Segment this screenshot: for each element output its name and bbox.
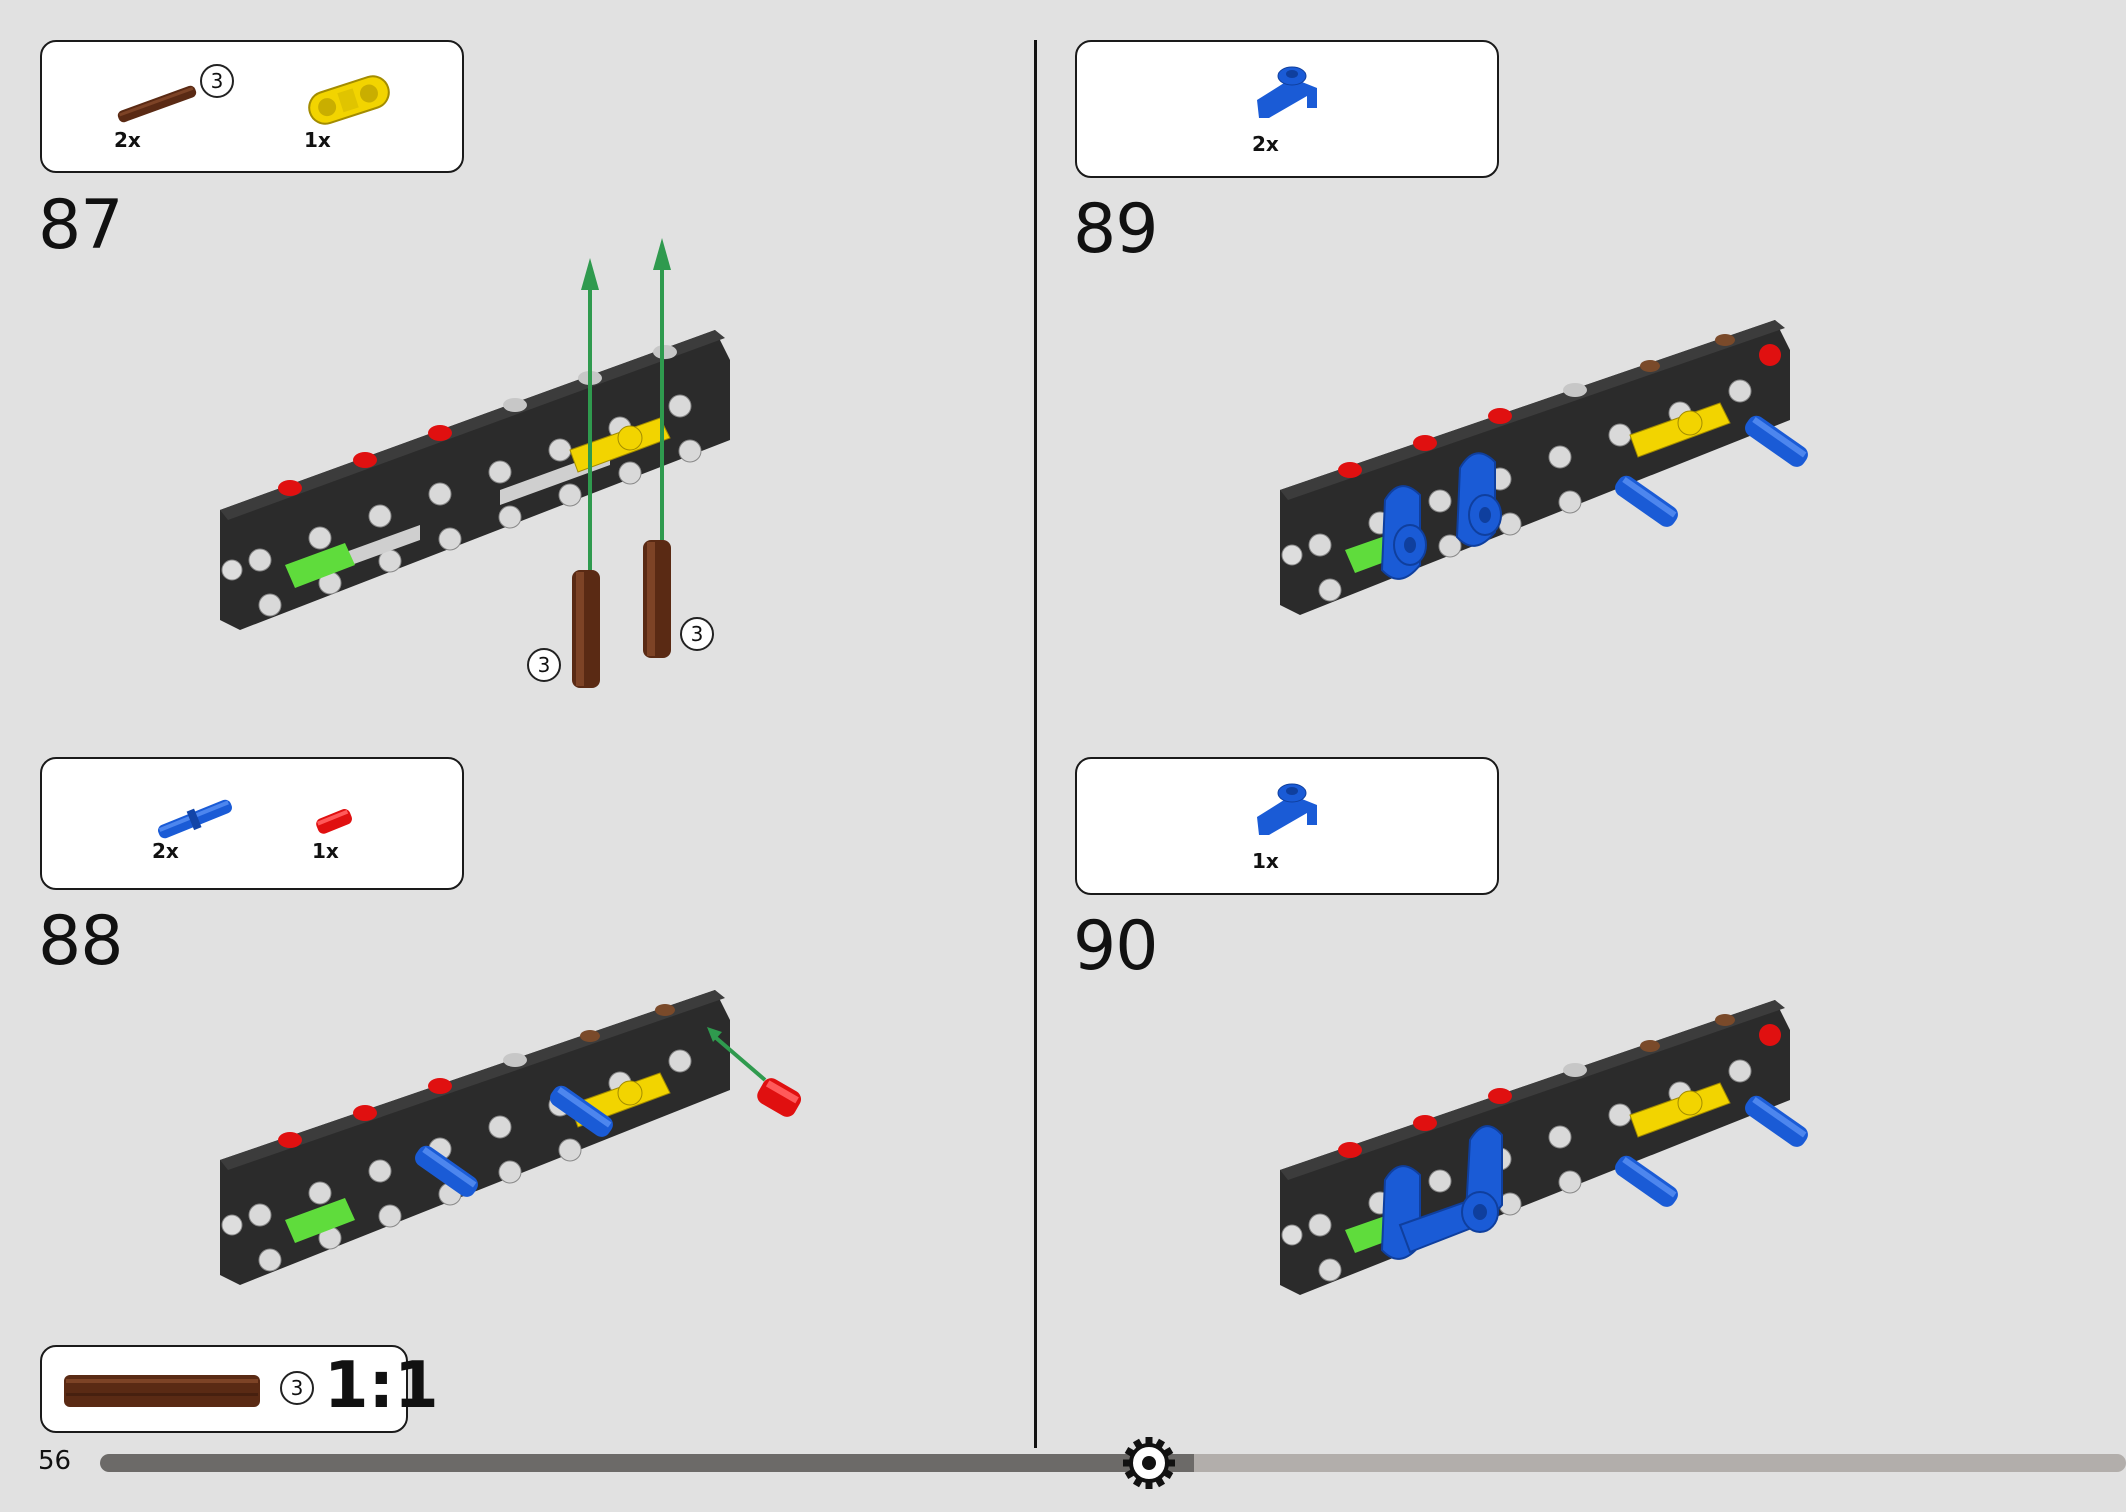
blue-bracket-icon	[1257, 66, 1317, 118]
step-number: 89	[1073, 190, 1159, 269]
part-qty: 1x	[312, 839, 339, 863]
blue-pin	[415, 1085, 613, 1197]
parts-list-step-90: 1x	[1075, 757, 1499, 895]
axle-length-callout: 3	[680, 617, 714, 651]
progress-bar	[100, 1454, 2126, 1472]
step-90-model	[1280, 1000, 1808, 1295]
axle-length-callout: 3	[280, 1371, 314, 1405]
step-87-model	[220, 238, 730, 688]
green-bush	[1345, 536, 1390, 573]
blue-bracket	[1380, 1125, 1503, 1260]
page-number: 56	[38, 1446, 72, 1476]
yellow-connector-icon	[308, 75, 390, 125]
parts-list-step-87: 3 2x 1x	[40, 40, 464, 173]
yellow-connector	[569, 417, 671, 473]
part-qty: 1x	[304, 128, 331, 152]
parts-list-step-89: 2x	[1075, 40, 1499, 178]
yellow-connector	[1629, 402, 1731, 458]
page-divider	[1034, 40, 1037, 1448]
blue-pin	[1615, 415, 1808, 527]
red-pin-icon	[316, 809, 352, 834]
axle-length-callout: 3	[200, 64, 234, 98]
axle-length-callout: 3	[527, 648, 561, 682]
green-bush	[285, 543, 355, 588]
step-88-model	[220, 990, 802, 1285]
part-qty: 2x	[1252, 132, 1279, 156]
gear-icon	[1123, 1437, 1175, 1489]
blue-bracket-icon	[1257, 783, 1317, 835]
step-number: 90	[1073, 907, 1159, 986]
green-bush	[285, 1198, 355, 1243]
blue-bracket	[1380, 452, 1502, 580]
blue-pin	[1615, 1095, 1808, 1207]
blue-pin-icon	[158, 799, 232, 839]
green-bush	[1345, 1216, 1390, 1253]
brown-axle-3-icon	[64, 1375, 260, 1407]
assembly-arrow	[707, 1027, 767, 1082]
part-qty: 2x	[152, 839, 179, 863]
step-89-model	[1280, 320, 1808, 615]
parts-list-step-88: 2x 1x	[40, 757, 464, 890]
brown-axle	[572, 540, 671, 688]
red-pin	[757, 1078, 802, 1117]
step-number: 87	[38, 186, 124, 265]
scale-ratio: 1:1	[324, 1349, 439, 1423]
progress-bar-fill	[100, 1454, 1195, 1472]
part-qty: 1x	[1252, 849, 1279, 873]
brown-axle-3-icon	[117, 85, 197, 123]
yellow-connector	[1629, 1082, 1731, 1138]
step-number: 88	[38, 902, 124, 981]
scale-reference-box: 3 1:1	[40, 1345, 439, 1433]
part-qty: 2x	[114, 128, 141, 152]
